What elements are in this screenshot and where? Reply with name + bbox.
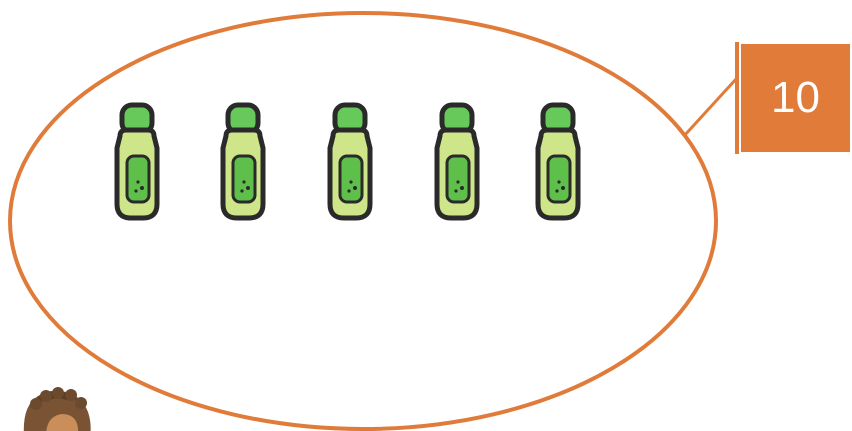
count-label: 10 [771,76,820,120]
callout-pointer-line [684,78,737,136]
bottle-item [421,96,493,228]
callout-divider [735,42,739,154]
bottle-item [522,96,594,228]
count-label-box: 10 [741,44,850,152]
bottle-item [207,96,279,228]
bottle-icon [101,96,173,228]
bottle-icon [522,96,594,228]
person-avatar-icon [16,386,116,431]
bottle-item [314,96,386,228]
bottle-icon [421,96,493,228]
bottle-icon [207,96,279,228]
bottle-item [101,96,173,228]
bottle-icon [314,96,386,228]
